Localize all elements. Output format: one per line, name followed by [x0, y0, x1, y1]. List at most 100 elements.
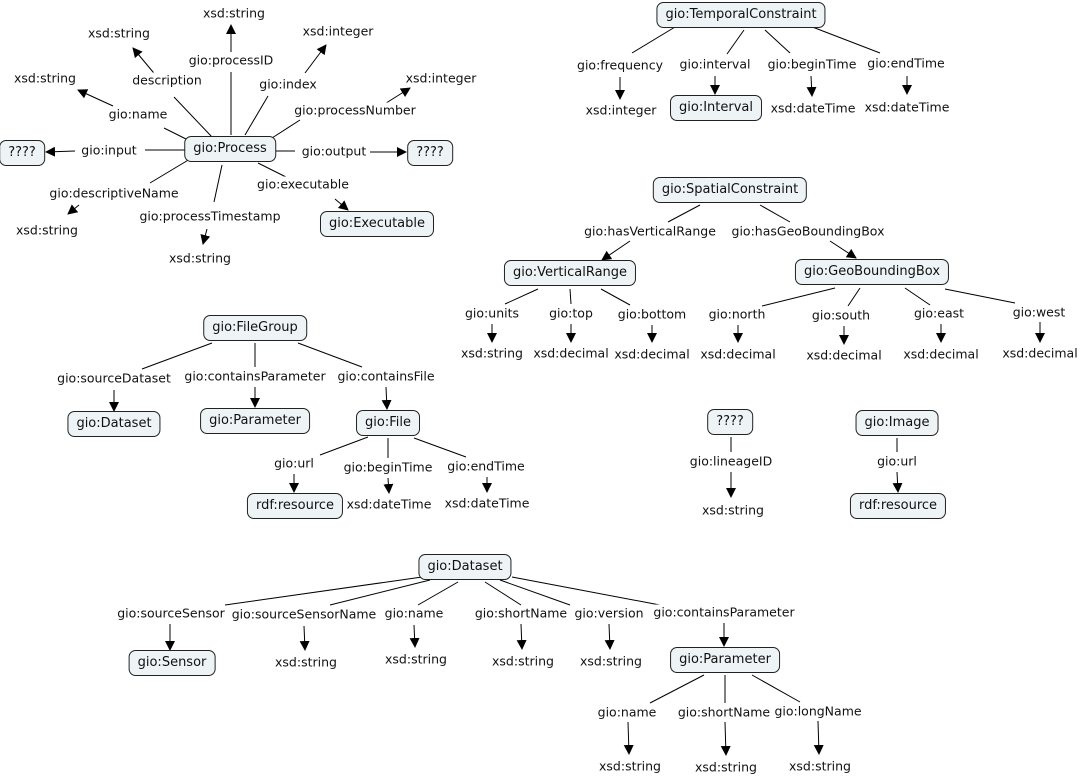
link-arrow-segment — [304, 44, 327, 74]
literal-process-id: xsd:string — [201, 5, 267, 21]
link-param-name: gio:name — [595, 704, 659, 720]
filegroup-dataset-node[interactable]: gio:Dataset — [67, 411, 161, 437]
link-arrow-segment — [383, 477, 394, 494]
link-segment — [726, 29, 745, 55]
image-resource-node[interactable]: rdf:resource — [849, 493, 947, 519]
link-name: gio:name — [106, 106, 170, 122]
interval-node[interactable]: gio:Interval — [670, 95, 762, 121]
literal-lineage-id: xsd:string — [700, 502, 766, 518]
link-tc-end: gio:endTime — [865, 55, 947, 71]
link-source-dataset: gio:sourceDataset — [55, 370, 173, 386]
link-segment — [504, 288, 539, 305]
literal-param-name: xsd:string — [597, 758, 663, 774]
link-interval: gio:interval — [677, 56, 753, 72]
literal-west: xsd:decimal — [1000, 345, 1080, 361]
link-segment — [329, 579, 431, 606]
link-contains-file: gio:containsFile — [335, 368, 437, 384]
link-file-end: gio:endTime — [445, 458, 527, 474]
link-segment — [173, 96, 213, 138]
link-arrow-segment — [409, 624, 420, 648]
link-segment — [761, 287, 836, 307]
link-param-short-name: gio:shortName — [675, 704, 773, 720]
dataset-parameter-node[interactable]: gio:Parameter — [670, 647, 780, 673]
link-south: gio:south — [809, 307, 873, 323]
link-description: description — [130, 72, 204, 88]
literal-south: xsd:decimal — [804, 347, 884, 363]
link-process-id: gio:processID — [186, 52, 276, 68]
sensor-node[interactable]: gio:Sensor — [128, 650, 216, 676]
geo-bounding-box-node[interactable]: gio:GeoBoundingBox — [794, 259, 950, 285]
literal-top: xsd:decimal — [531, 345, 611, 361]
link-arrow-segment — [334, 198, 349, 211]
unknown-lineage-node[interactable]: ???? — [707, 409, 753, 435]
link-source-sensor: gio:sourceSensor — [115, 605, 227, 621]
link-segment — [801, 22, 881, 54]
unknown-output-node[interactable]: ???? — [407, 140, 453, 166]
link-arrow-segment — [45, 146, 76, 157]
link-arrow-segment — [813, 720, 824, 755]
link-segment — [600, 288, 631, 306]
literal-ds-version: xsd:string — [578, 653, 644, 669]
link-file-begin: gio:beginTime — [341, 459, 435, 475]
literal-ds-short-name: xsd:string — [490, 653, 556, 669]
link-arrow-segment — [516, 623, 527, 650]
link-arrow-segment — [892, 471, 903, 493]
link-ds-contains-parameter: gio:containsParameter — [651, 604, 797, 620]
link-param-long-name: gio:longName — [772, 703, 864, 719]
literal-param-long-name: xsd:string — [787, 758, 853, 774]
link-arrow-segment — [200, 228, 211, 245]
literal-east: xsd:decimal — [901, 346, 981, 362]
vertical-range-node[interactable]: gio:VerticalRange — [503, 260, 637, 286]
literal-descriptive-name: xsd:string — [14, 222, 80, 238]
link-segment — [667, 204, 701, 223]
link-segment — [631, 23, 681, 54]
link-segment — [499, 579, 571, 606]
file-resource-node[interactable]: rdf:resource — [246, 493, 344, 519]
spatial-constraint-node[interactable]: gio:SpatialConstraint — [652, 177, 808, 203]
link-descriptive-name: gio:descriptiveName — [47, 185, 181, 201]
link-has-geo-bounding-box: gio:hasGeoBoundingBox — [729, 223, 887, 239]
link-segment — [944, 288, 1016, 304]
unknown-input-node[interactable]: ???? — [0, 140, 45, 166]
link-process-number: gio:processNumber — [292, 102, 418, 118]
link-arrow-segment — [77, 89, 114, 107]
literal-ds-name: xsd:string — [383, 651, 449, 667]
link-input: gio:input — [79, 142, 139, 158]
link-source-sensor-name: gio:sourceSensorName — [229, 606, 379, 622]
link-segment — [759, 204, 791, 223]
file-node[interactable]: gio:File — [356, 410, 420, 436]
file-group-node[interactable]: gio:FileGroup — [203, 315, 307, 341]
literal-file-begin: xsd:dateTime — [344, 496, 434, 512]
link-east: gio:east — [911, 305, 967, 321]
image-node[interactable]: gio:Image — [855, 410, 939, 436]
link-output: gio:output — [299, 143, 369, 159]
literal-frequency: xsd:integer — [583, 102, 659, 118]
link-segment — [417, 581, 459, 606]
dataset-node[interactable]: gio:Dataset — [418, 554, 512, 580]
link-segment — [649, 674, 705, 704]
link-arrow-segment — [382, 87, 411, 106]
link-arrow-segment — [720, 721, 731, 756]
link-arrow-segment — [67, 204, 80, 215]
temporal-constraint-node[interactable]: gio:TemporalConstraint — [656, 2, 826, 28]
literal-process-timestamp: xsd:string — [167, 250, 233, 266]
link-top: gio:top — [547, 305, 595, 321]
link-west: gio:west — [1010, 304, 1068, 320]
link-frequency: gio:frequency — [575, 57, 665, 73]
link-tc-begin: gio:beginTime — [765, 56, 859, 72]
link-segment — [163, 127, 189, 141]
process-node[interactable]: gio:Process — [184, 136, 276, 162]
literal-file-end: xsd:dateTime — [442, 495, 532, 511]
link-ds-version: gio:version — [572, 605, 646, 621]
link-segment — [149, 158, 191, 184]
link-arrow-segment — [601, 240, 631, 261]
link-index: gio:index — [257, 76, 319, 92]
literal-bottom: xsd:decimal — [612, 346, 692, 362]
filegroup-parameter-node[interactable]: gio:Parameter — [200, 408, 310, 434]
literal-index: xsd:integer — [300, 23, 376, 39]
executable-node[interactable]: gio:Executable — [319, 211, 435, 237]
link-segment — [297, 342, 363, 368]
literal-source-sensor-name: xsd:string — [273, 654, 339, 670]
